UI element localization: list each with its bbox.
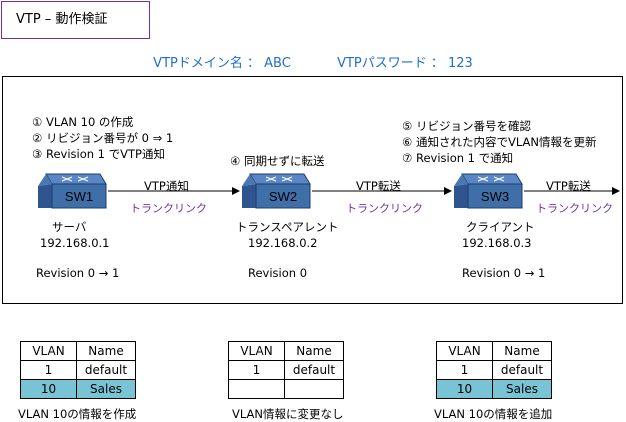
domain-label: VTPドメイン名 ： ABC: [153, 56, 291, 71]
switch-ip-1: 192.168.0.1: [40, 236, 110, 250]
link-arrow: [108, 187, 240, 195]
switch-role-2: トランスペアレント: [236, 220, 339, 234]
table-caption-3: VLAN 10の情報を追加: [434, 407, 553, 421]
table-cell: 1: [20, 360, 77, 380]
step-2: ② リビジョン番号が 0 ⇒ 1: [32, 131, 174, 145]
step-7: ⑦ Revision 1 で通知: [402, 151, 514, 165]
switch-icon: SW1: [36, 172, 108, 210]
switch-ip-2: 192.168.0.2: [248, 236, 318, 250]
link-message-3: VTP転送: [546, 179, 591, 193]
step-3: ③ Revision 1 でVTP通知: [32, 147, 165, 161]
switch-ip-3: 192.168.0.3: [462, 236, 532, 250]
table-cell: Sales: [76, 379, 136, 399]
table-header: VLAN: [20, 341, 77, 361]
switch-role-3: クライアント: [466, 220, 535, 234]
step-4: ④ 同期せずに転送: [230, 154, 325, 168]
link-arrow: [524, 187, 620, 195]
diagram-title: VTP – 動作検証: [1, 1, 150, 39]
table-header: VLAN: [228, 341, 285, 361]
topology-frame: [2, 76, 623, 304]
switch-name-3: SW3: [481, 189, 509, 204]
link-message-1: VTP通知: [144, 179, 189, 193]
link-type-3: トランクリンク: [536, 202, 613, 215]
table-header: Name: [492, 341, 552, 361]
switch-name-2: SW2: [269, 189, 297, 204]
switch-icon: SW3: [452, 172, 524, 210]
table-caption-2: VLAN情報に変更なし: [232, 407, 344, 421]
table-cell: 10: [436, 379, 493, 399]
table-header: VLAN: [436, 341, 493, 361]
table-cell: Sales: [492, 379, 552, 399]
domain-info: VTPドメイン名 ： ABC VTPパスワード ： 123: [0, 52, 626, 71]
link-message-2: VTP転送: [356, 179, 401, 193]
switch-role-1: サーバ: [52, 220, 87, 234]
switch-icon: SW2: [240, 172, 312, 210]
link-arrow: [312, 187, 452, 195]
table-caption-1: VLAN 10の情報を作成: [18, 407, 137, 421]
table-cell: [284, 379, 344, 399]
link-type-2: トランクリンク: [346, 202, 423, 215]
step-6: ⑥ 通知された内容でVLAN情報を更新: [402, 135, 597, 149]
step-1: ① VLAN 10 の作成: [32, 115, 134, 129]
link-type-1: トランクリンク: [130, 202, 207, 215]
step-5: ⑤ リビジョン番号を確認: [402, 119, 531, 133]
switch-revision-3: Revision 0 → 1: [462, 266, 546, 280]
switch-revision-2: Revision 0: [248, 266, 308, 280]
table-cell: default: [76, 360, 136, 380]
table-cell: default: [492, 360, 552, 380]
password-label: VTPパスワード ： 123: [337, 56, 473, 71]
table-header: Name: [76, 341, 136, 361]
table-cell: 10: [20, 379, 77, 399]
table-header: Name: [284, 341, 344, 361]
table-cell: 1: [228, 360, 285, 380]
table-cell: [228, 379, 285, 399]
switch-revision-1: Revision 0 → 1: [36, 266, 120, 280]
switch-name-1: SW1: [65, 189, 93, 204]
table-cell: 1: [436, 360, 493, 380]
table-cell: default: [284, 360, 344, 380]
